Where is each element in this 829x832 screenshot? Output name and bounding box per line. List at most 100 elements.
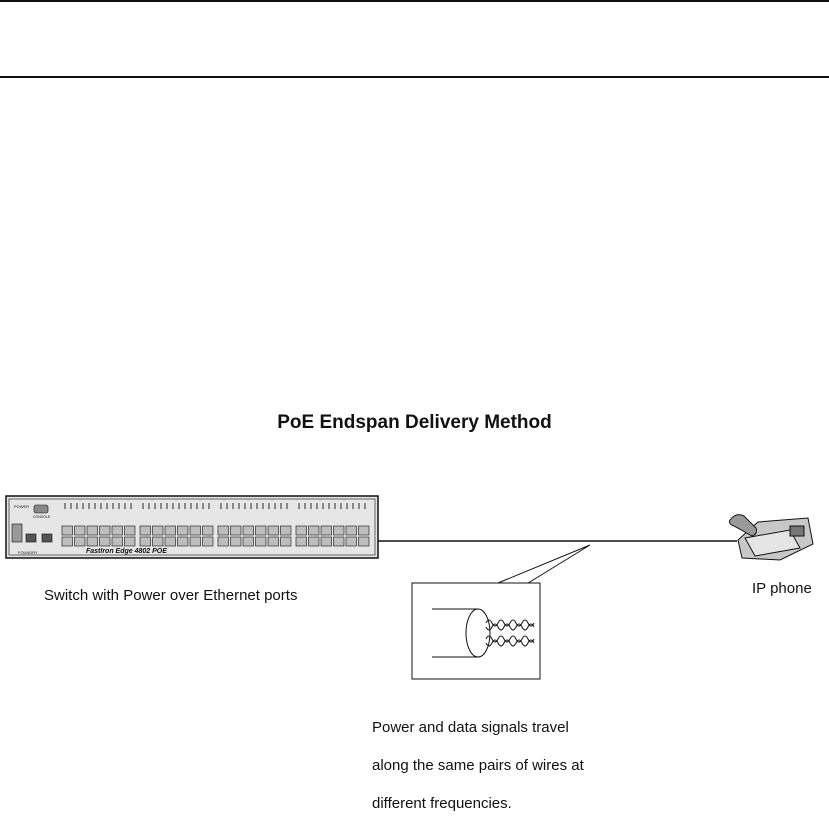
port-led — [88, 503, 90, 509]
port-led — [334, 503, 336, 509]
ethernet-port — [267, 525, 279, 536]
callout-pointer — [496, 544, 591, 589]
callout-caption-line: different frequencies. — [372, 795, 512, 812]
ethernet-port — [217, 525, 229, 536]
port-led — [352, 503, 354, 509]
callout-caption: Power and data signals travel along the … — [372, 699, 672, 832]
ethernet-port — [164, 525, 176, 536]
port-led — [238, 503, 240, 509]
ethernet-port — [124, 536, 136, 547]
port-led — [118, 503, 120, 509]
ethernet-port — [295, 536, 307, 547]
ethernet-port — [124, 525, 136, 536]
port-led — [112, 503, 114, 509]
port-led — [280, 503, 282, 509]
ethernet-port — [111, 536, 123, 547]
ethernet-port — [202, 536, 214, 547]
phone-caption: IP phone — [752, 580, 812, 597]
ethernet-port — [189, 525, 201, 536]
port-led — [160, 503, 162, 509]
console-label: CONSOLE — [33, 515, 51, 519]
ethernet-port — [345, 536, 357, 547]
port-led — [202, 503, 204, 509]
twisted-pair-icon — [432, 608, 535, 658]
ethernet-port — [320, 525, 332, 536]
port-led — [124, 503, 126, 509]
power-label: POWER — [14, 504, 29, 509]
callout-caption-line: along the same pairs of wires at — [372, 757, 584, 774]
ethernet-port — [202, 525, 214, 536]
ip-phone-icon — [729, 514, 814, 561]
ethernet-port — [189, 536, 201, 547]
ethernet-port — [86, 525, 98, 536]
top-rule — [0, 0, 829, 2]
ethernet-ports — [61, 503, 370, 547]
console-port — [33, 504, 49, 514]
port-led — [76, 503, 78, 509]
model-label: FastIron Edge 4802 POE — [86, 548, 167, 555]
ethernet-port — [111, 525, 123, 536]
port-led — [208, 503, 210, 509]
ethernet-port — [139, 525, 151, 536]
port-led — [130, 503, 132, 509]
port-led — [322, 503, 324, 509]
ethernet-port — [255, 536, 267, 547]
port-led — [154, 503, 156, 509]
poe-switch: POWER CONSOLE FastIron Edge 4802 POE FOU… — [5, 495, 379, 559]
ethernet-port — [61, 525, 73, 536]
brand-label: FOUNDRY — [18, 550, 38, 555]
ethernet-port — [217, 536, 229, 547]
ethernet-port — [164, 536, 176, 547]
header-rule — [0, 76, 829, 78]
port-led — [340, 503, 342, 509]
callout-caption-line: Power and data signals travel — [372, 719, 569, 736]
port-led — [94, 503, 96, 509]
port-led — [274, 503, 276, 509]
cable-callout-box — [411, 582, 541, 680]
port-led — [346, 503, 348, 509]
ethernet-port — [99, 525, 111, 536]
port-led — [142, 503, 144, 509]
ethernet-port — [152, 536, 164, 547]
port-led — [358, 503, 360, 509]
port-led — [310, 503, 312, 509]
ethernet-port — [333, 536, 345, 547]
poe-diagram: POWER CONSOLE FastIron Edge 4802 POE FOU… — [5, 495, 814, 680]
ethernet-port — [280, 525, 292, 536]
port-led — [82, 503, 84, 509]
ethernet-port — [177, 525, 189, 536]
ethernet-port — [99, 536, 111, 547]
ethernet-port — [267, 536, 279, 547]
port-led — [268, 503, 270, 509]
port-led — [184, 503, 186, 509]
port-led — [64, 503, 66, 509]
ethernet-port — [152, 525, 164, 536]
ethernet-port — [139, 536, 151, 547]
port-led — [70, 503, 72, 509]
port-led — [364, 503, 366, 509]
ethernet-port — [61, 536, 73, 547]
port-led — [232, 503, 234, 509]
ethernet-port — [333, 525, 345, 536]
ethernet-port — [358, 536, 370, 547]
port-led — [196, 503, 198, 509]
port-led — [190, 503, 192, 509]
ethernet-port — [295, 525, 307, 536]
ethernet-port — [74, 536, 86, 547]
port-led — [220, 503, 222, 509]
port-led — [298, 503, 300, 509]
port-led — [178, 503, 180, 509]
port-led — [316, 503, 318, 509]
diagram-title: PoE Endspan Delivery Method — [277, 412, 552, 433]
port-led — [100, 503, 102, 509]
ethernet-port — [280, 536, 292, 547]
ethernet-port — [177, 536, 189, 547]
ethernet-port — [242, 536, 254, 547]
port-led — [172, 503, 174, 509]
port-led — [262, 503, 264, 509]
port-led — [244, 503, 246, 509]
port-led — [328, 503, 330, 509]
ethernet-port — [308, 525, 320, 536]
port-led — [286, 503, 288, 509]
ethernet-port — [230, 525, 242, 536]
